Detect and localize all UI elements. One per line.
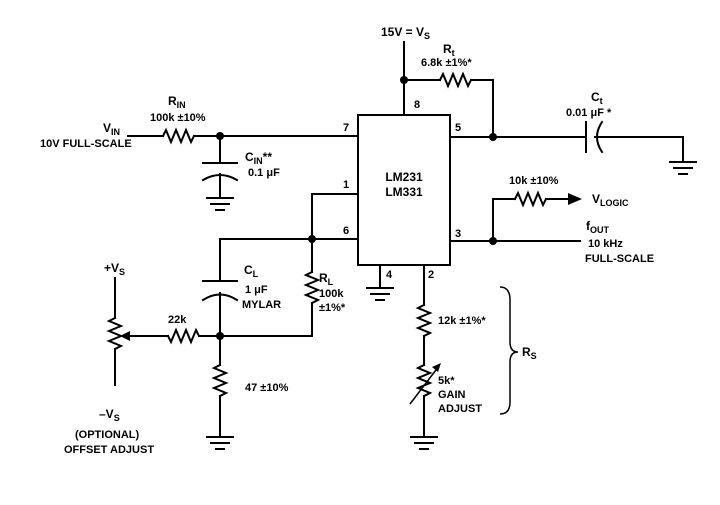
rl-name: RL bbox=[319, 271, 334, 287]
ground-icon bbox=[206, 436, 234, 450]
pin-7-label: 7 bbox=[343, 122, 349, 134]
fout-fullscale: FULL-SCALE bbox=[585, 253, 654, 265]
vs-neg-label: –VS bbox=[99, 407, 120, 423]
ground-icon bbox=[669, 161, 697, 175]
fout-label: fOUT bbox=[586, 219, 610, 235]
vin-name: VIN bbox=[103, 121, 120, 137]
pin-4-label: 4 bbox=[386, 269, 393, 281]
r5k-resistor bbox=[415, 363, 433, 398]
fout-freq: 10 kHz bbox=[588, 238, 623, 250]
vin-note: 10V FULL-SCALE bbox=[40, 138, 132, 150]
r5k-adjust: ADJUST bbox=[438, 403, 482, 415]
rin-value: 100k ±10% bbox=[150, 112, 206, 124]
ic-label-lm331: LM331 bbox=[385, 185, 423, 199]
cin-value: 0.1 μF bbox=[248, 167, 280, 179]
vs-pos-label: +VS bbox=[104, 261, 125, 277]
pin6-wire bbox=[219, 238, 359, 280]
pin1-wire bbox=[311, 193, 359, 240]
rt-value: 6.8k ±1%* bbox=[421, 57, 472, 69]
rin-resistor bbox=[161, 127, 196, 145]
vlogic-arrow bbox=[568, 193, 582, 205]
rin-name: RIN bbox=[168, 94, 186, 110]
cl-value: 1 μF bbox=[245, 284, 268, 296]
variable-arrowhead bbox=[432, 363, 441, 372]
r47-value: 47 ±10% bbox=[245, 382, 289, 394]
r10k-value: 10k ±10% bbox=[509, 175, 559, 187]
rl-resistor bbox=[303, 270, 321, 305]
ct-wire-right bbox=[594, 136, 684, 163]
pullup-wire bbox=[492, 198, 516, 242]
pin-8-label: 8 bbox=[414, 99, 420, 111]
ground-icon bbox=[410, 436, 438, 450]
r5k-value: 5k* bbox=[438, 375, 455, 387]
cin-name: CIN** bbox=[245, 150, 272, 166]
ground-icon bbox=[206, 197, 234, 211]
pin-5-label: 5 bbox=[455, 122, 461, 134]
cl-type: MYLAR bbox=[242, 299, 281, 311]
pin-1-label: 1 bbox=[343, 179, 349, 191]
rl-value: 100k bbox=[319, 288, 344, 300]
vs-neg-offset: OFFSET ADJUST bbox=[64, 444, 154, 456]
ct-name: Ct bbox=[591, 90, 603, 106]
r22k-value: 22k bbox=[168, 314, 187, 326]
ct-value: 0.01 μF * bbox=[566, 107, 612, 119]
r5k-gain: GAIN bbox=[438, 389, 466, 401]
wiper-arrow bbox=[120, 331, 130, 341]
rs-brace bbox=[499, 286, 519, 415]
variable-arrow bbox=[409, 365, 440, 405]
pin-2-label: 2 bbox=[428, 269, 434, 281]
supply-label: 15V = VS bbox=[381, 25, 430, 41]
rs-label: RS bbox=[522, 345, 537, 361]
rl-tolerance: ±1%* bbox=[319, 302, 346, 314]
cl-name: CL bbox=[244, 263, 259, 279]
pin-3-label: 3 bbox=[455, 228, 461, 240]
junction-dot bbox=[489, 133, 497, 141]
r12k-value: 12k ±1%* bbox=[438, 315, 486, 327]
pot-resistor bbox=[106, 316, 124, 351]
pin-6-label: 6 bbox=[343, 225, 349, 237]
ic-label-lm231: LM231 bbox=[385, 170, 423, 184]
r47-resistor bbox=[211, 363, 229, 398]
rl-wire-bottom bbox=[219, 302, 313, 337]
rt-resistor bbox=[438, 71, 473, 89]
rt-wire-right bbox=[470, 79, 494, 138]
rt-name: Rt bbox=[443, 42, 455, 58]
r22k-resistor bbox=[166, 327, 201, 345]
r12k-resistor bbox=[415, 303, 433, 338]
vs-neg-note: (OPTIONAL) bbox=[75, 429, 139, 441]
vlogic-label: VLOGIC bbox=[592, 192, 629, 208]
r10k-resistor bbox=[513, 190, 548, 208]
ground-icon bbox=[366, 287, 394, 301]
